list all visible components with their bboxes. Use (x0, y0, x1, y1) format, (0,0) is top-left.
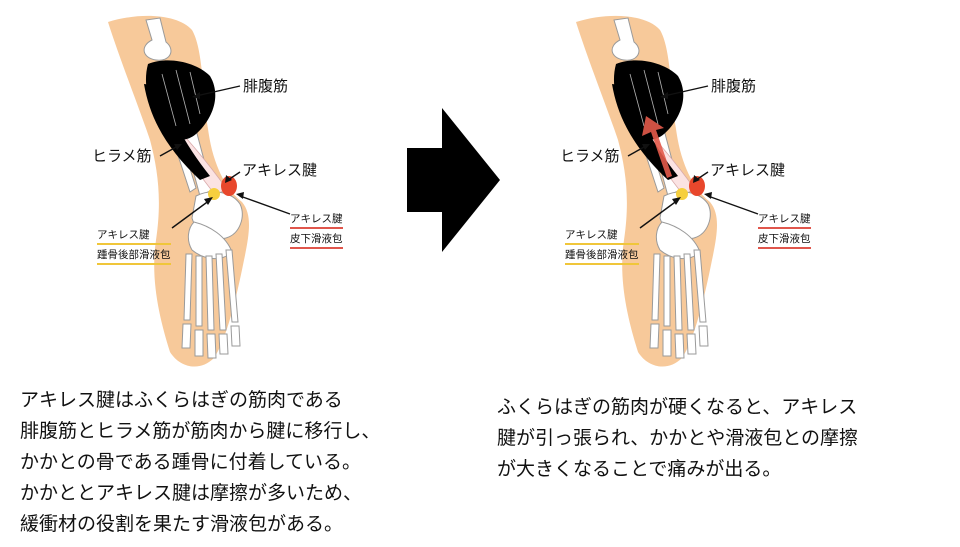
left-label-subcutaneous-bursa: アキレス腱 皮下滑液包 (290, 212, 343, 249)
right-label-retrocalcaneal-bursa: アキレス腱 踵骨後部滑液包 (565, 228, 639, 265)
right-caption: ふくらはぎの筋肉が硬くなると、アキレス 腱が引っ張られ、かかとや滑液包との摩擦 … (497, 392, 858, 485)
left-caption-line: アキレス腱はふくらはぎの筋肉である (20, 389, 343, 411)
left-caption-line: かかとの骨である踵骨に付着している。 (20, 451, 362, 473)
left-pointer-lines (159, 85, 291, 229)
right-label-subcutaneous-line2: 皮下滑液包 (758, 232, 811, 249)
left-label-soleus: ヒラメ筋 (92, 147, 152, 165)
right-label-achilles: アキレス腱 (710, 161, 786, 179)
left-pointer-soleus (159, 145, 179, 157)
left-label-gastrocnemius: 腓腹筋 (243, 77, 289, 95)
left-leg-illustration (107, 15, 250, 368)
left-label-subcutaneous-line2: 皮下滑液包 (290, 232, 343, 249)
right-pointer-gastrocnemius-head (660, 92, 668, 99)
left-pointer-gastrocnemius (195, 85, 241, 97)
left-pointer-achilles-head (225, 175, 232, 183)
right-label-retrocalcaneal-line2: 踵骨後部滑液包 (565, 248, 639, 265)
right-label-soleus: ヒラメ筋 (560, 147, 620, 165)
right-pointer-retrocalcaneal-head (672, 197, 681, 205)
right-pointer-soleus (627, 145, 647, 157)
right-pointer-soleus-head (642, 144, 650, 150)
transition-arrow (407, 108, 500, 252)
left-label-achilles: アキレス腱 (242, 161, 318, 179)
left-label-retrocalcaneal-line2: 踵骨後部滑液包 (97, 248, 171, 265)
left-pointer-soleus-head (174, 144, 182, 150)
right-label-subcutaneous-line1: アキレス腱 (758, 212, 811, 229)
left-pointer-retrocalcaneal (171, 199, 211, 229)
right-caption-line: ふくらはぎの筋肉が硬くなると、アキレス (497, 396, 858, 418)
right-pointer-subcutaneous (707, 195, 759, 215)
left-label-retrocalcaneal-line1: アキレス腱 (97, 228, 171, 245)
right-label-gastrocnemius: 腓腹筋 (711, 77, 757, 95)
left-caption-line: 腓腹筋とヒラメ筋が筋肉から腱に移行し、 (20, 420, 381, 442)
left-caption-line: かかととアキレス腱は摩擦が多いため、 (20, 482, 363, 504)
right-pointer-achilles-head (693, 175, 700, 183)
left-caption-line: 緩衝材の役割を果たす滑液包がある。 (20, 513, 344, 535)
left-pointer-subcutaneous-head (236, 192, 244, 199)
left-pointer-retrocalcaneal-head (204, 197, 213, 205)
left-label-subcutaneous-line1: アキレス腱 (290, 212, 343, 229)
pull-arrow (642, 116, 672, 178)
right-pointer-subcutaneous-head (704, 192, 712, 199)
right-pointer-retrocalcaneal (639, 199, 679, 229)
left-pointer-subcutaneous (239, 195, 291, 215)
right-label-subcutaneous-bursa: アキレス腱 皮下滑液包 (758, 212, 811, 249)
right-leg-illustration (575, 15, 718, 368)
left-label-retrocalcaneal-bursa: アキレス腱 踵骨後部滑液包 (97, 228, 171, 265)
left-pointer-gastrocnemius-head (192, 92, 200, 99)
right-pointer-gastrocnemius (663, 85, 709, 97)
right-label-retrocalcaneal-line1: アキレス腱 (565, 228, 639, 245)
left-caption: アキレス腱はふくらはぎの筋肉である 腓腹筋とヒラメ筋が筋肉から腱に移行し、 かか… (20, 385, 380, 540)
right-caption-line: 腱が引っ張られ、かかとや滑液包との摩擦 (497, 427, 859, 449)
right-caption-line: が大きくなることで痛みが出る。 (497, 458, 782, 480)
right-pointer-lines (627, 85, 759, 229)
